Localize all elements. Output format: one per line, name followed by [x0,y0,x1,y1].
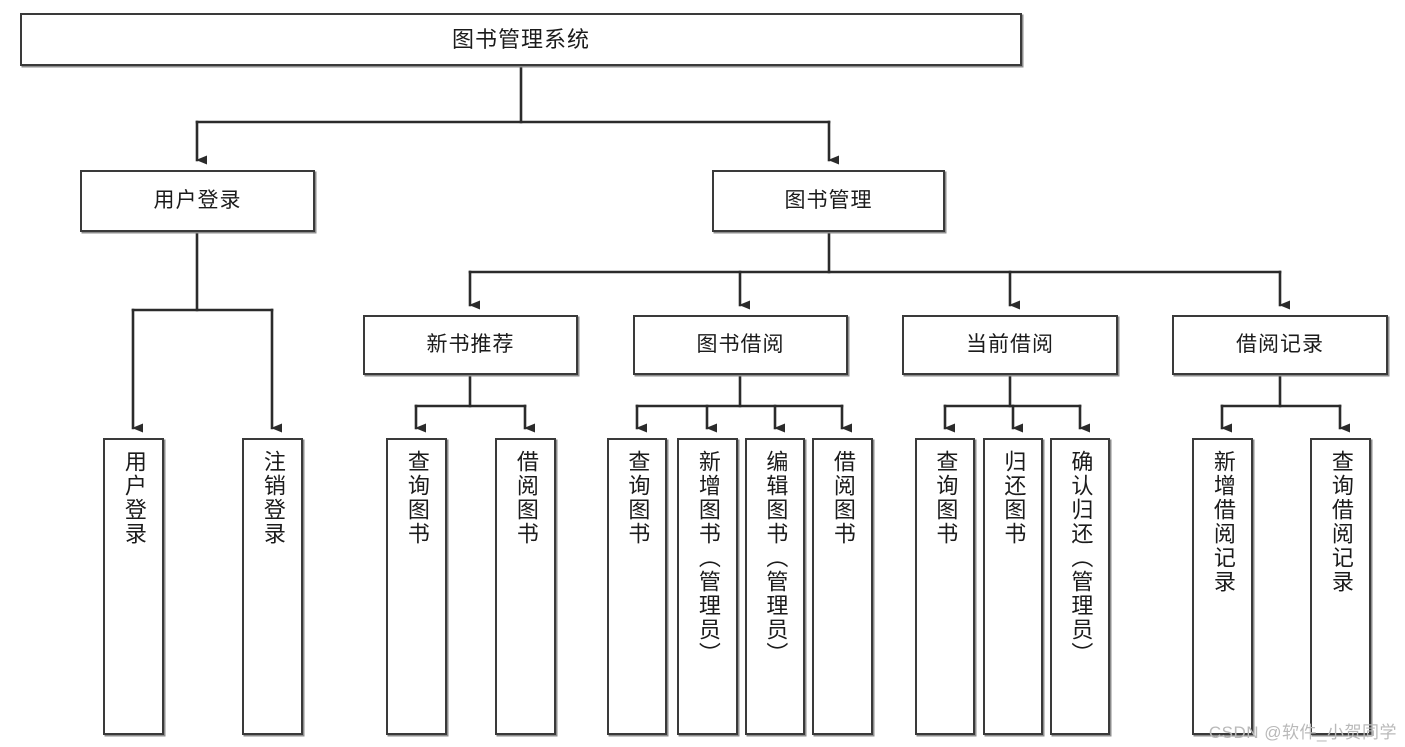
leaf-records-query-record-label: 查询借阅记录 [1328,450,1354,594]
leaf-logout[interactable]: 注销登录 [242,438,303,735]
node-root[interactable]: 图书管理系统 [20,13,1022,66]
node-book-borrow-label: 图书借阅 [696,332,785,356]
leaf-borrow-edit-book-admin-label: 编辑图书（管理员） [763,450,789,666]
node-new-book-recommend-label: 新书推荐 [426,332,515,356]
leaf-records-add-record-label: 新增借阅记录 [1210,450,1236,594]
leaf-current-return-books[interactable]: 归还图书 [983,438,1043,735]
leaf-newbook-query-books[interactable]: 查询图书 [386,438,447,735]
leaf-borrow-add-book-admin[interactable]: 新增图书（管理员） [677,438,738,735]
csdn-watermark: CSDN @软件_小贺同学 [1208,723,1397,742]
leaf-logout-label: 注销登录 [260,450,286,546]
node-user-login-label: 用户登录 [153,188,242,212]
leaf-borrow-query-books-label: 查询图书 [625,450,651,546]
leaf-current-query-books[interactable]: 查询图书 [915,438,975,735]
leaf-current-query-books-label: 查询图书 [933,450,959,546]
node-current-borrow[interactable]: 当前借阅 [902,315,1118,375]
leaf-current-return-books-label: 归还图书 [1001,450,1027,546]
leaf-borrow-borrow-books[interactable]: 借阅图书 [812,438,873,735]
node-root-label: 图书管理系统 [451,26,590,52]
leaf-newbook-borrow-books-label: 借阅图书 [513,450,539,546]
leaf-borrow-edit-book-admin[interactable]: 编辑图书（管理员） [745,438,805,735]
node-user-login[interactable]: 用户登录 [80,170,315,232]
node-book-management[interactable]: 图书管理 [712,170,945,232]
node-current-borrow-label: 当前借阅 [966,332,1054,356]
leaf-user-login[interactable]: 用户登录 [103,438,164,735]
leaf-borrow-borrow-books-label: 借阅图书 [830,450,856,546]
leaf-current-confirm-return-admin[interactable]: 确认归还（管理员） [1050,438,1110,735]
leaf-current-confirm-return-admin-label: 确认归还（管理员） [1068,450,1094,666]
node-new-book-recommend[interactable]: 新书推荐 [363,315,578,375]
leaf-records-add-record[interactable]: 新增借阅记录 [1192,438,1253,735]
node-borrow-records-label: 借阅记录 [1236,332,1324,356]
node-borrow-records[interactable]: 借阅记录 [1172,315,1388,375]
leaf-newbook-query-books-label: 查询图书 [404,450,430,546]
leaf-records-query-record[interactable]: 查询借阅记录 [1310,438,1371,735]
leaf-borrow-query-books[interactable]: 查询图书 [607,438,667,735]
leaf-borrow-add-book-admin-label: 新增图书（管理员） [695,450,721,666]
node-book-borrow[interactable]: 图书借阅 [633,315,848,375]
leaf-newbook-borrow-books[interactable]: 借阅图书 [495,438,556,735]
node-book-management-label: 图书管理 [784,188,873,212]
leaf-user-login-label: 用户登录 [121,450,147,546]
